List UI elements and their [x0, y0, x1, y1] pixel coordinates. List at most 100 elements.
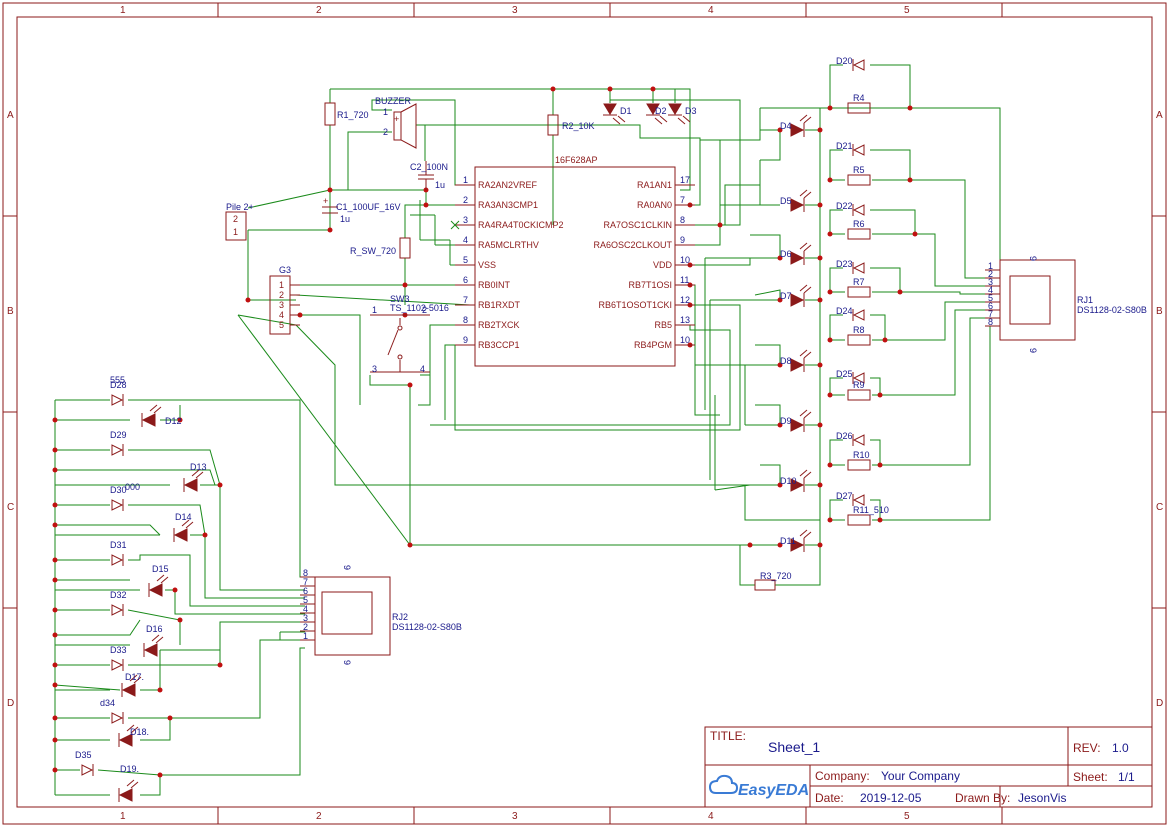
mcu-pin-number: 3	[463, 215, 468, 225]
diode-label: D26	[836, 431, 853, 441]
right-led: D4	[780, 114, 812, 137]
led-label: D16	[146, 624, 163, 634]
led-label: D8	[780, 356, 792, 366]
mcu-pin-number: 9	[680, 235, 685, 245]
grid-row-label: C	[7, 502, 14, 513]
led-label: D19.	[120, 764, 139, 774]
sheet-value: 1/1	[1118, 770, 1135, 784]
led-label: D4	[780, 121, 792, 131]
svg-text:C2_100N: C2_100N	[410, 162, 448, 172]
title-label: TITLE:	[710, 729, 746, 743]
left-diode: d34	[100, 698, 124, 724]
grid-col-label: 1	[120, 5, 126, 16]
left-led: D19.	[118, 764, 139, 802]
svg-text:1: 1	[233, 227, 238, 237]
led-label: D9	[780, 416, 792, 426]
mcu-pin-label: RA3AN3CMP1	[478, 200, 538, 210]
right-diode: D20	[836, 56, 865, 71]
svg-text:2: 2	[233, 214, 238, 224]
grid-col-label: 2	[316, 5, 322, 16]
note-555: 555	[110, 375, 125, 385]
left-led: D13	[183, 462, 207, 492]
diode-label: D23	[836, 259, 853, 269]
right-led: D6	[780, 242, 812, 265]
mcu-pin-label: VDD	[653, 260, 673, 270]
right-resistor: R11_510	[847, 505, 889, 526]
svg-text:RJ1: RJ1	[1077, 295, 1093, 305]
grid-col-label: 2	[316, 811, 322, 822]
grid-col-label: 4	[708, 811, 714, 822]
company-value: Your Company	[881, 769, 960, 783]
diode-label: D28	[110, 380, 127, 390]
drawn-value: JesonVis	[1018, 791, 1066, 805]
rev-value: 1.0	[1112, 741, 1129, 755]
diode-label: D27	[836, 491, 853, 501]
svg-text:C1_100UF_16V: C1_100UF_16V	[336, 202, 401, 212]
right-led: D5	[780, 189, 812, 212]
svg-text:9: 9	[342, 660, 352, 665]
grid-col-label: 4	[708, 5, 714, 16]
resistor-label: R7	[853, 277, 865, 287]
rj2-pin-number: 4	[303, 604, 308, 614]
title-block: TITLE: Sheet_1 REV: 1.0 Company: Your Co…	[704, 726, 1153, 808]
svg-text:SW3: SW3	[390, 294, 410, 304]
resistor-r2: R2_10K	[547, 114, 595, 136]
led-label: D12	[165, 416, 182, 426]
capacitor-c1: + C1_100UF_16V 1u	[322, 196, 401, 224]
led-label: D13	[190, 462, 207, 472]
diode-label: D25	[836, 369, 853, 379]
resistor-r3: R3_720	[754, 571, 792, 591]
mcu-pin-label: VSS	[478, 260, 496, 270]
right-diode: D26	[836, 431, 865, 446]
mcu-pin-label: RA4RA4T0CKICMP2	[478, 220, 564, 230]
resistor-label: R4	[853, 93, 865, 103]
svg-text:R3_720: R3_720	[760, 571, 792, 581]
mcu-pin-number: 7	[463, 295, 468, 305]
left-led: D18.	[118, 724, 149, 747]
date-label: Date:	[815, 791, 844, 805]
svg-text:R1_720: R1_720	[337, 110, 369, 120]
svg-text:1: 1	[383, 107, 388, 117]
rev-label: REV:	[1073, 741, 1101, 755]
svg-text:G3: G3	[279, 265, 291, 275]
right-led: D9	[780, 409, 812, 432]
svg-text:3: 3	[372, 364, 377, 374]
svg-text:D2: D2	[655, 106, 667, 116]
left-led: D12	[141, 404, 182, 427]
svg-text:1u: 1u	[435, 180, 445, 190]
g3-pin-number: 2	[279, 290, 284, 300]
resistor-label: R10	[853, 450, 870, 460]
rj1-pin-number: 2	[988, 269, 993, 279]
right-diode: D24	[836, 306, 865, 321]
rj2-pin-number: 5	[303, 595, 308, 605]
right-diode: D21	[836, 141, 865, 156]
svg-text:EasyEDA: EasyEDA	[738, 782, 809, 799]
diode-label: D33	[110, 645, 127, 655]
resistor-label: R6	[853, 219, 865, 229]
grid-row-label: A	[1156, 110, 1163, 121]
rj1-pin-number: 4	[988, 285, 993, 295]
rj2-pin-number: 2	[303, 622, 308, 632]
left-led: D14	[173, 512, 194, 542]
sheet-title: Sheet_1	[768, 739, 820, 755]
mcu-pin-number: 1	[463, 175, 468, 185]
right-led: D8	[780, 349, 812, 372]
mcu-pin-label: RA2AN2VREF	[478, 180, 538, 190]
left-diode: D31	[110, 540, 127, 566]
diode-label: D30	[110, 485, 127, 495]
rj1-pin-number: 1	[988, 261, 993, 271]
resistor-label: R11_510	[853, 505, 889, 515]
mcu-pin-label: RA0AN0	[637, 200, 672, 210]
mcu-pin-number: 13	[680, 315, 690, 325]
svg-text:DS1128-02-S80B: DS1128-02-S80B	[392, 622, 462, 632]
led-label: D17.	[125, 672, 144, 682]
grid-col-label: 1	[120, 811, 126, 822]
right-diode: D25	[836, 369, 865, 384]
mcu-pin-label: RB6T1OSOT1CKI	[598, 300, 672, 310]
right-resistor: R5	[847, 165, 871, 186]
battery-connector: Pile 2+ 2 1	[225, 202, 254, 241]
led-label: D5	[780, 196, 792, 206]
buzzer: BUZZER 1 2 +	[375, 96, 417, 149]
